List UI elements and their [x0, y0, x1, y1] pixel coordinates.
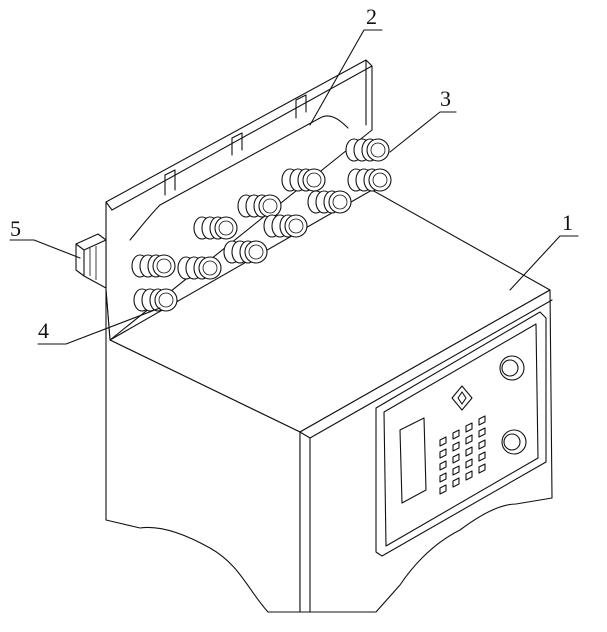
keypad-key[interactable]: [439, 484, 447, 495]
keypad[interactable]: [439, 415, 486, 495]
keypad-key[interactable]: [465, 458, 473, 469]
keypad-key[interactable]: [478, 451, 486, 462]
keypad-key[interactable]: [478, 415, 486, 426]
svg-text:3: 3: [440, 86, 451, 111]
keypad-key[interactable]: [465, 446, 473, 457]
label-4: 4: [37, 307, 161, 345]
label-3: 3: [389, 86, 457, 153]
label-5: 5: [9, 216, 81, 259]
side-motor: [75, 233, 107, 289]
roller: [223, 240, 268, 264]
svg-text:2: 2: [366, 4, 377, 29]
roller: [345, 138, 390, 162]
top-knob[interactable]: [499, 355, 525, 381]
roller: [263, 214, 308, 238]
keypad-key[interactable]: [465, 434, 473, 445]
roller: [193, 216, 238, 240]
keypad-key[interactable]: [452, 477, 460, 488]
keypad-key[interactable]: [439, 472, 447, 483]
keypad-key[interactable]: [452, 453, 460, 464]
roller: [281, 168, 326, 192]
keypad-key[interactable]: [465, 422, 473, 433]
roller-assembly: [131, 138, 392, 312]
keypad-key[interactable]: [465, 470, 473, 481]
keypad-key[interactable]: [452, 429, 460, 440]
display-screen: [399, 417, 427, 504]
keypad-key[interactable]: [452, 465, 460, 476]
roller: [133, 288, 178, 312]
keypad-key[interactable]: [478, 439, 486, 450]
control-panel: [375, 311, 547, 557]
direction-pad[interactable]: [451, 385, 473, 411]
keypad-key[interactable]: [439, 460, 447, 471]
keypad-key[interactable]: [439, 448, 447, 459]
keypad-key[interactable]: [478, 427, 486, 438]
roller: [307, 190, 352, 214]
roller: [131, 254, 176, 278]
svg-text:1: 1: [562, 210, 573, 235]
bottom-knob[interactable]: [501, 429, 527, 455]
svg-text:5: 5: [10, 216, 21, 241]
roller: [237, 194, 282, 218]
keypad-key[interactable]: [452, 441, 460, 452]
roller: [347, 168, 392, 192]
roller: [177, 256, 222, 280]
keypad-key[interactable]: [439, 436, 447, 447]
svg-text:4: 4: [38, 318, 49, 343]
keypad-key[interactable]: [478, 463, 486, 474]
label-1: 1: [509, 210, 579, 291]
label-2: 2: [309, 4, 383, 126]
